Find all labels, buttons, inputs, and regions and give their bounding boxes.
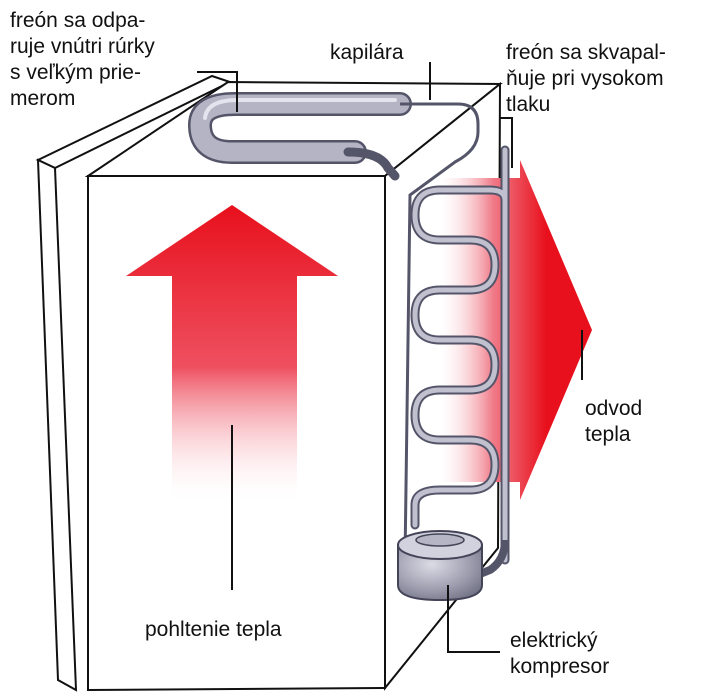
label-evaporator-line-1: freón sa odpa- bbox=[10, 9, 146, 32]
leader-evaporator bbox=[197, 71, 238, 112]
label-evaporator-line-4: merom bbox=[10, 87, 76, 110]
fridge-door bbox=[35, 74, 233, 692]
leader-lines bbox=[197, 62, 583, 653]
heat-in-arrow bbox=[126, 205, 338, 500]
label-condenser-line-3: tlaku bbox=[506, 93, 551, 116]
leader-compressor bbox=[447, 585, 500, 653]
label-condenser: freón sa skvapal- ňuje pri vysokom tlaku bbox=[506, 40, 666, 118]
label-condenser-line-1: freón sa skvapal- bbox=[506, 41, 666, 64]
label-evaporator-line-3: s veľkým prie- bbox=[10, 61, 141, 84]
label-condenser-line-2: ňuje pri vysokom bbox=[506, 67, 664, 90]
label-compressor: elektrický kompresor bbox=[510, 628, 609, 680]
leader-condenser bbox=[499, 117, 513, 168]
condenser-coil bbox=[343, 145, 510, 589]
label-compressor-line-2: kompresor bbox=[510, 655, 610, 678]
label-heat-out-line-2: tepla bbox=[585, 423, 631, 446]
capillary-tube bbox=[400, 102, 480, 561]
label-heat-in: pohltenie tepla bbox=[145, 618, 282, 641]
heat-out-arrow bbox=[440, 160, 592, 500]
label-evaporator-line-2: ruje vnútri rúrky bbox=[10, 35, 155, 58]
label-evaporator: freón sa odpa- ruje vnútri rúrky s veľký… bbox=[10, 8, 155, 112]
fridge-cabinet bbox=[84, 80, 592, 692]
compressor bbox=[397, 530, 483, 602]
label-capillary: kapilára bbox=[330, 41, 404, 64]
label-heat-out-line-1: odvod bbox=[585, 397, 643, 420]
label-compressor-line-1: elektrický bbox=[510, 629, 598, 652]
label-heat-out: odvod tepla bbox=[585, 396, 642, 448]
